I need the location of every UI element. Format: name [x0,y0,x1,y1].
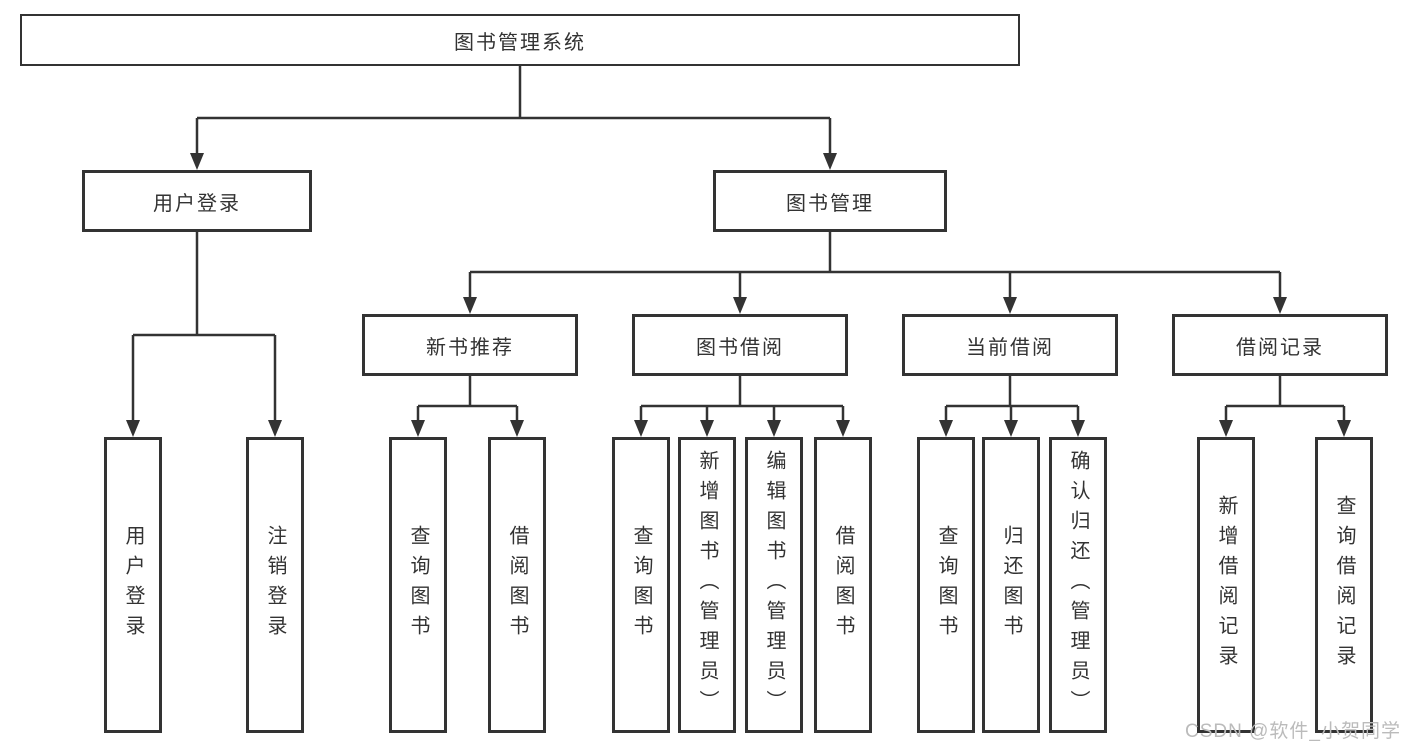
node-book-management: 图书管理 [713,170,947,232]
node-current-borrowing: 当前借阅 [902,314,1118,376]
connector-segments [131,66,1346,423]
leaf-label: 借阅图书 [832,525,854,645]
node-book-borrowing: 图书借阅 [632,314,848,376]
leaf-label: 注销登录 [264,525,286,645]
node-library-management-system: 图书管理系统 [20,14,1020,66]
leaf-borrow-books-recommend: 借阅图书 [488,437,546,733]
leaf-add-borrow-record: 新增借阅记录 [1197,437,1255,733]
leaf-borrow-books-borrowing: 借阅图书 [814,437,872,733]
node-borrowing-records: 借阅记录 [1172,314,1388,376]
leaf-query-borrow-record: 查询借阅记录 [1315,437,1373,733]
node-new-book-recommendation: 新书推荐 [362,314,578,376]
node-label: 用户登录 [153,192,241,215]
leaf-label: 查询图书 [407,525,429,645]
leaf-label: 新增图书（管理员） [696,450,718,720]
leaf-query-books-recommend: 查询图书 [389,437,447,733]
node-label: 图书管理 [786,192,874,215]
leaf-label: 编辑图书（管理员） [763,450,785,720]
node-user-login: 用户登录 [82,170,312,232]
leaf-confirm-return-admin: 确认归还（管理员） [1049,437,1107,733]
leaf-query-books-borrowing: 查询图书 [612,437,670,733]
node-label: 新书推荐 [426,336,514,359]
leaf-add-book-admin: 新增图书（管理员） [678,437,736,733]
leaf-label: 新增借阅记录 [1215,495,1237,675]
node-label: 借阅记录 [1236,336,1324,359]
leaf-label: 查询图书 [630,525,652,645]
leaf-label: 用户登录 [122,525,144,645]
leaf-edit-book-admin: 编辑图书（管理员） [745,437,803,733]
csdn-watermark: CSDN @软件_小贺同学 [1185,721,1401,742]
node-label: 图书借阅 [696,336,784,359]
leaf-logout: 注销登录 [246,437,304,733]
node-label: 当前借阅 [966,336,1054,359]
leaf-label: 查询借阅记录 [1333,495,1355,675]
leaf-query-books-current: 查询图书 [917,437,975,733]
node-label: 图书管理系统 [454,31,586,54]
leaf-label: 查询图书 [935,525,957,645]
leaf-label: 借阅图书 [506,525,528,645]
leaf-label: 归还图书 [1000,525,1022,645]
leaf-label: 确认归还（管理员） [1067,450,1089,720]
leaf-user-login: 用户登录 [104,437,162,733]
leaf-return-book: 归还图书 [982,437,1040,733]
